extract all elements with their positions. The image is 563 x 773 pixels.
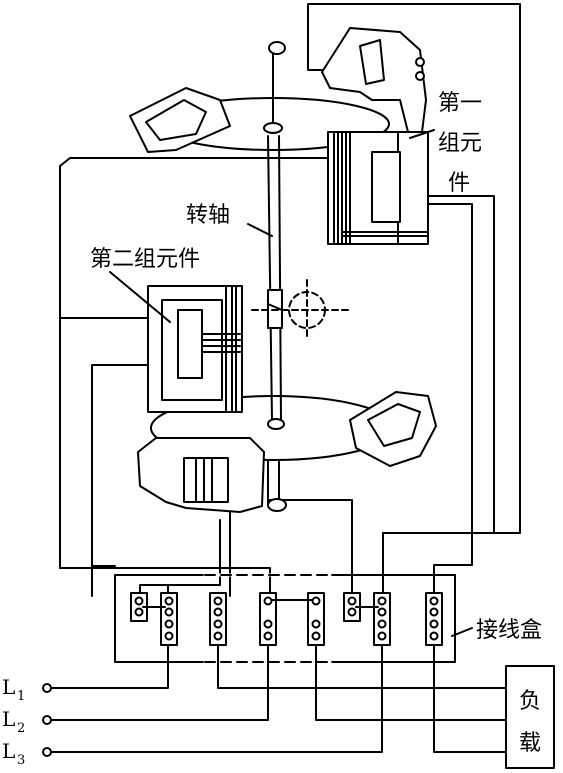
second-element-current-coil	[137, 437, 265, 513]
first-element-label-line1: 第一	[438, 91, 482, 116]
second-element-label: 第二组元件	[90, 247, 200, 272]
load-label-line1: 负	[519, 689, 541, 714]
upper-brake-magnet	[129, 87, 231, 153]
terminal-block-3	[259, 592, 325, 646]
load-box	[505, 665, 555, 769]
junction-box-label: 接线盒	[476, 618, 542, 643]
line-subscript: 1	[17, 689, 25, 704]
rotating-shaft	[263, 41, 287, 512]
junction-box-outline	[114, 573, 456, 664]
shaft-label: 转轴	[186, 203, 230, 228]
line-letter: L	[2, 739, 15, 763]
line-letter: L	[2, 707, 15, 731]
terminal-block-4	[343, 592, 391, 646]
line-label-l2: L 2	[2, 707, 25, 736]
terminal-block-5	[425, 592, 443, 646]
line-subscript: 2	[17, 721, 25, 736]
lower-element-wires	[59, 317, 353, 597]
lower-brake-magnet	[349, 391, 437, 467]
line-subscript: 3	[17, 753, 25, 768]
line-letter: L	[2, 675, 15, 699]
terminal-block-2	[209, 592, 227, 646]
load-label-line2: 载	[519, 731, 541, 756]
first-element-current-coil	[321, 27, 427, 133]
supply-line-wiring	[42, 644, 507, 757]
second-element-voltage-coil	[147, 285, 243, 413]
first-element-voltage-coil	[327, 131, 429, 245]
line-label-l1: L 1	[2, 675, 25, 704]
upper-element-wires	[59, 3, 521, 597]
first-element-label-line2: 组元	[438, 131, 482, 156]
rotation-indicator	[251, 279, 349, 341]
first-element-label-line3: 件	[448, 171, 470, 196]
terminal-block-1	[130, 592, 178, 646]
line-label-l3: L 3	[2, 739, 25, 768]
